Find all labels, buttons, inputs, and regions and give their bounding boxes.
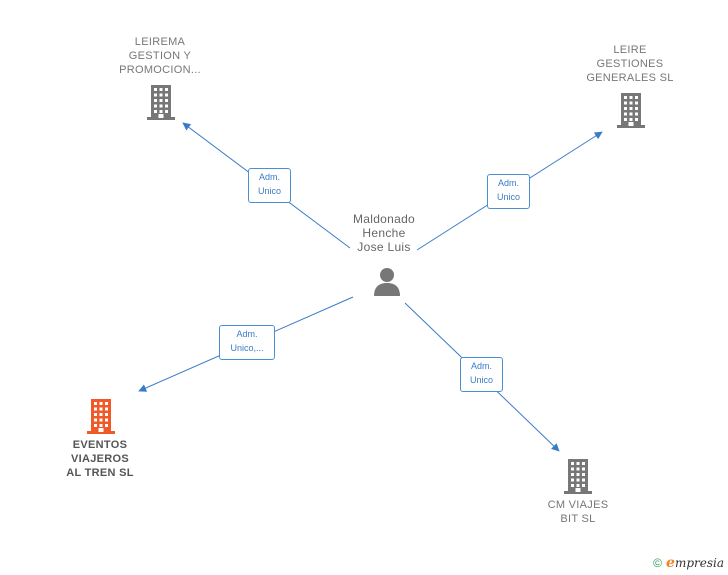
brand-name: mpresia (674, 556, 724, 570)
company-label-line: AL TREN SL (66, 467, 134, 479)
company-label-line: GENERALES SL (586, 72, 674, 84)
company-label-line: LEIREMA (134, 36, 186, 48)
company-label-line: CM VIAJES (547, 499, 609, 511)
company-label-line: GESTIONES (596, 58, 664, 70)
edge-label-line: Unico (469, 375, 493, 385)
building-icon[interactable] (563, 458, 593, 494)
company-label-line: PROMOCION... (119, 64, 201, 76)
building-icon[interactable] (146, 84, 176, 120)
edge-label-cmviajes[interactable]: Adm. Unico (460, 357, 503, 392)
brand-initial: e (666, 555, 675, 571)
edge-label-line: Unico (257, 186, 281, 196)
edge-label-line: Unico (496, 192, 520, 202)
company-label-line: LEIRE (613, 44, 647, 56)
person-name[interactable]: Maldonado Henche Jose Luis (333, 212, 435, 254)
building-icon[interactable] (86, 398, 116, 434)
edge-label-leire[interactable]: Adm. Unico (487, 174, 530, 209)
edge-label-line: Adm. (497, 178, 519, 188)
edge-label-eventos[interactable]: Adm. Unico,... (219, 325, 275, 360)
person-icon[interactable] (372, 266, 402, 296)
company-label-line: EVENTOS (72, 439, 128, 451)
person-name-line: Henche (362, 226, 406, 240)
edge-label-leirema[interactable]: Adm. Unico (248, 168, 291, 203)
company-label-leirema[interactable]: LEIREMA GESTION Y PROMOCION... (100, 35, 220, 77)
company-label-line: VIAJEROS (70, 453, 130, 465)
footer-brand: © empresia (653, 555, 724, 571)
building-icon[interactable] (616, 92, 646, 128)
edge-label-line: Unico,... (230, 343, 264, 353)
company-label-eventos[interactable]: EVENTOS VIAJEROS AL TREN SL (40, 438, 160, 480)
edge-label-line: Adm. (258, 172, 280, 182)
company-label-line: GESTION Y (128, 50, 192, 62)
company-label-cmviajes[interactable]: CM VIAJES BIT SL (518, 498, 638, 526)
brand-logo: empresia (666, 555, 724, 571)
company-label-leire[interactable]: LEIRE GESTIONES GENERALES SL (570, 43, 690, 85)
person-name-line: Jose Luis (357, 240, 411, 254)
copyright-icon: © (653, 556, 663, 570)
person-name-line: Maldonado (352, 212, 416, 226)
company-label-line: BIT SL (560, 513, 596, 525)
edge-label-line: Adm. (470, 361, 492, 371)
edge-label-line: Adm. (236, 329, 258, 339)
